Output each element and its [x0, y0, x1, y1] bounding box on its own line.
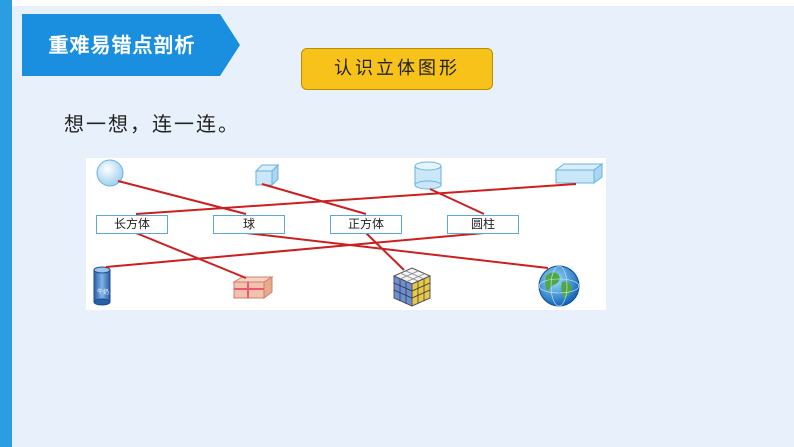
line-cube-to-cube-word [261, 183, 367, 215]
answer-lines [105, 180, 577, 279]
word-box-sphere: 球 [213, 215, 285, 234]
top-border [12, 0, 794, 6]
matching-exercise-panel: 长方体 球 正方体 圆柱 牛奶 [86, 158, 606, 310]
rubiks-cube-icon [392, 267, 432, 307]
milk-can-label: 牛奶 [97, 289, 110, 296]
exercise-drawing [93, 159, 604, 307]
gift-box-icon [232, 276, 274, 299]
word-box-cube: 正方体 [330, 215, 402, 234]
topic-badge: 认识立体图形 [301, 48, 493, 90]
section-banner: 重难易错点剖析 [22, 14, 242, 76]
sphere-icon [96, 159, 124, 187]
word-box-cylinder: 圆柱 [447, 215, 519, 234]
instruction-text: 想一想，连一连。 [64, 112, 240, 136]
cylinder-icon [414, 161, 442, 190]
cube-icon [254, 163, 280, 187]
banner-title: 重难易错点剖析 [48, 33, 196, 57]
line-ball-word-to-globe [245, 232, 549, 269]
line-cuboid-to-cuboid-word [135, 183, 577, 215]
line-cube-word-to-rubiks [365, 232, 405, 271]
line-cuboid-word-to-box [135, 232, 247, 279]
line-sphere-to-ball [117, 180, 247, 215]
line-cylinder-word-to-can [105, 232, 485, 268]
globe-icon [538, 265, 580, 307]
banner-arrow-shape [22, 14, 240, 76]
left-accent-strip [0, 0, 12, 447]
milk-can-icon [93, 266, 111, 306]
cuboid-icon [554, 163, 604, 184]
word-box-cuboid: 长方体 [96, 215, 168, 234]
